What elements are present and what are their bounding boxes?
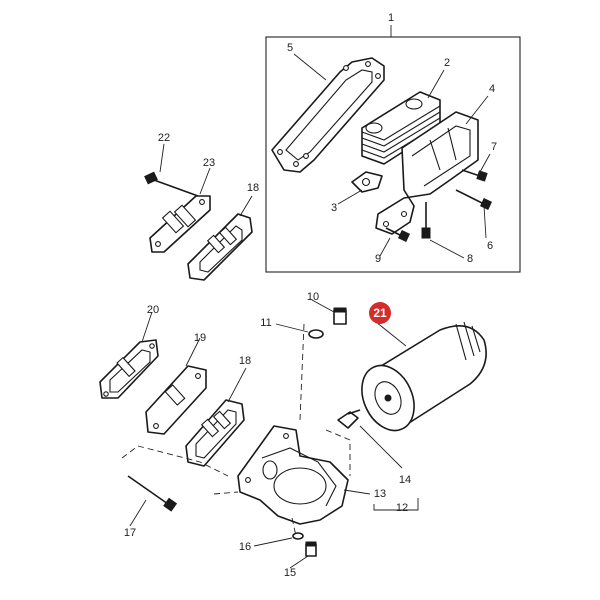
part-22-bolt[interactable] (144, 171, 199, 197)
part-13-filter-head[interactable] (237, 425, 349, 525)
callout-18-upper: 18 (247, 182, 259, 194)
callout-11: 11 (260, 317, 271, 329)
callout-14: 14 (399, 474, 411, 486)
part-3-small-gasket[interactable] (351, 171, 383, 193)
part-9-bolt[interactable] (385, 227, 410, 242)
part-16-drain-seal[interactable] (292, 532, 304, 540)
callout-leaders (129, 53, 491, 569)
callout-16: 16 (239, 541, 251, 553)
callout-21: 21 (373, 306, 387, 320)
callout-1: 1 (388, 12, 394, 24)
part-15-drain-plug[interactable] (305, 541, 317, 557)
part-7-short-bolt[interactable] (461, 169, 488, 182)
callout-7: 7 (491, 141, 497, 153)
callout-18-lower: 18 (239, 355, 251, 367)
callout-19: 19 (194, 332, 206, 344)
callout-22: 22 (158, 132, 170, 144)
part-8-stud[interactable] (421, 202, 431, 239)
part-17-long-bolt[interactable] (127, 475, 178, 512)
callout-labels: 1 2 3 4 5 6 7 8 9 10 11 12 13 14 15 16 1… (124, 12, 497, 579)
callout-13: 13 (374, 488, 386, 500)
callout-21-highlight-badge: 21 (369, 302, 391, 324)
callout-5: 5 (287, 42, 293, 54)
callout-2: 2 (444, 57, 450, 69)
callout-20: 20 (147, 304, 159, 316)
callout-3: 3 (331, 202, 337, 214)
callout-6: 6 (487, 240, 493, 252)
assembly-dashed-lines (121, 323, 351, 537)
part-10-plug[interactable] (333, 307, 347, 325)
callout-23: 23 (203, 157, 215, 169)
callout-10: 10 (307, 291, 319, 303)
part-6-long-bolt[interactable] (455, 189, 492, 210)
part-18-gasket-lower[interactable] (185, 399, 245, 467)
callout-15: 15 (284, 567, 296, 579)
part-21-oil-filter[interactable] (352, 321, 487, 439)
part-20-gasket[interactable] (99, 339, 159, 399)
part-11-seal-ring[interactable] (308, 329, 324, 339)
callout-4: 4 (489, 83, 495, 95)
callout-12: 12 (396, 502, 408, 514)
part-14-nipple[interactable] (337, 409, 361, 429)
part-23-cover-plate[interactable] (149, 195, 211, 253)
part-4-cooler-housing[interactable] (375, 111, 479, 235)
callout-9: 9 (375, 253, 381, 265)
part-5-cooler-gasket[interactable] (271, 57, 385, 173)
callout-17: 17 (124, 527, 136, 539)
part-18-gasket-upper[interactable] (187, 213, 253, 281)
callout-8: 8 (467, 253, 473, 265)
oil-cooler-assembly-frame (265, 25, 521, 273)
part-19-adapter-plate[interactable] (145, 365, 207, 435)
